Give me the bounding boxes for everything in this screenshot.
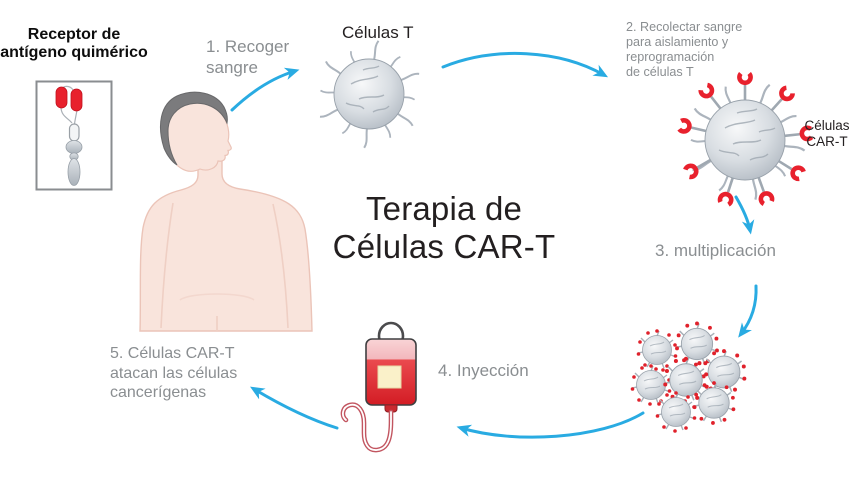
car-t-cell-illustration bbox=[679, 74, 812, 205]
iv-tube bbox=[340, 402, 394, 453]
arrow-1-collect-blood bbox=[230, 67, 300, 112]
patient-figure bbox=[139, 91, 313, 332]
patient-body-creases bbox=[160, 202, 289, 331]
step-4-label: 4. Inyección bbox=[438, 361, 568, 381]
receptor-inset-box bbox=[35, 80, 113, 191]
receptor-heading-line-2: antígeno quimérico bbox=[0, 44, 148, 62]
car-t-cells-label-line-1: Células bbox=[804, 118, 850, 133]
step-5-line-1: 5. Células CAR-T bbox=[110, 345, 235, 362]
step-2-line-4: de células T bbox=[626, 65, 694, 80]
car-t-cells-label-line-2: CAR-T bbox=[806, 133, 848, 149]
arrow-2-to-reprogramming bbox=[441, 51, 609, 78]
step-2-line-2: para aislamiento y bbox=[626, 35, 729, 50]
receptor-heading: Receptor de antígeno quimérico bbox=[0, 26, 166, 62]
step-3-line-1: 3. multiplicación bbox=[655, 241, 776, 260]
step-5-line-2: atacan las células bbox=[110, 364, 238, 382]
patient-torso bbox=[139, 150, 313, 332]
page-title-line-2: Células CAR-T bbox=[332, 227, 556, 265]
arrow-3-to-multiplication bbox=[734, 195, 755, 235]
t-cell-label: Células T bbox=[342, 23, 414, 42]
step-4-line-1: 4. Inyección bbox=[438, 361, 529, 380]
iv-bag-label bbox=[377, 365, 402, 389]
step-1-line-2: sangre bbox=[206, 58, 258, 78]
patient-hair bbox=[159, 91, 228, 166]
arrow-6-to-attack bbox=[250, 386, 339, 430]
receptor-red-capsule-left bbox=[55, 86, 68, 109]
step-5-label: 5. Células CAR-T atacan las células canc… bbox=[110, 344, 260, 403]
step-2-label: 2. Recolectar sangre para aislamiento y … bbox=[626, 20, 786, 80]
step-1-label: 1. Recoger sangre bbox=[206, 36, 316, 79]
step-1-line-1: 1. Recoger bbox=[206, 37, 290, 56]
t-cell-illustration bbox=[318, 39, 421, 149]
arrow-4-to-cluster bbox=[738, 284, 758, 338]
iv-bag-icon bbox=[340, 321, 417, 453]
car-t-cells-label: Células CAR-T bbox=[799, 118, 850, 150]
step-2-line-3: reprogramación bbox=[626, 50, 715, 65]
step-2-line-1: 2. Recolectar sangre bbox=[626, 20, 743, 34]
page-title-line-1: Terapia de bbox=[365, 190, 523, 227]
receptor-red-capsule-right bbox=[70, 88, 83, 112]
cell-cluster-illustration bbox=[630, 320, 748, 434]
page-title: Terapia de Células CAR-T bbox=[328, 190, 560, 265]
step-3-label: 3. multiplicación bbox=[655, 241, 825, 261]
arrow-5-to-injection bbox=[456, 411, 645, 439]
receptor-heading-line-1: Receptor de bbox=[27, 26, 121, 43]
step-5-line-3: cancerígenas bbox=[110, 384, 207, 402]
